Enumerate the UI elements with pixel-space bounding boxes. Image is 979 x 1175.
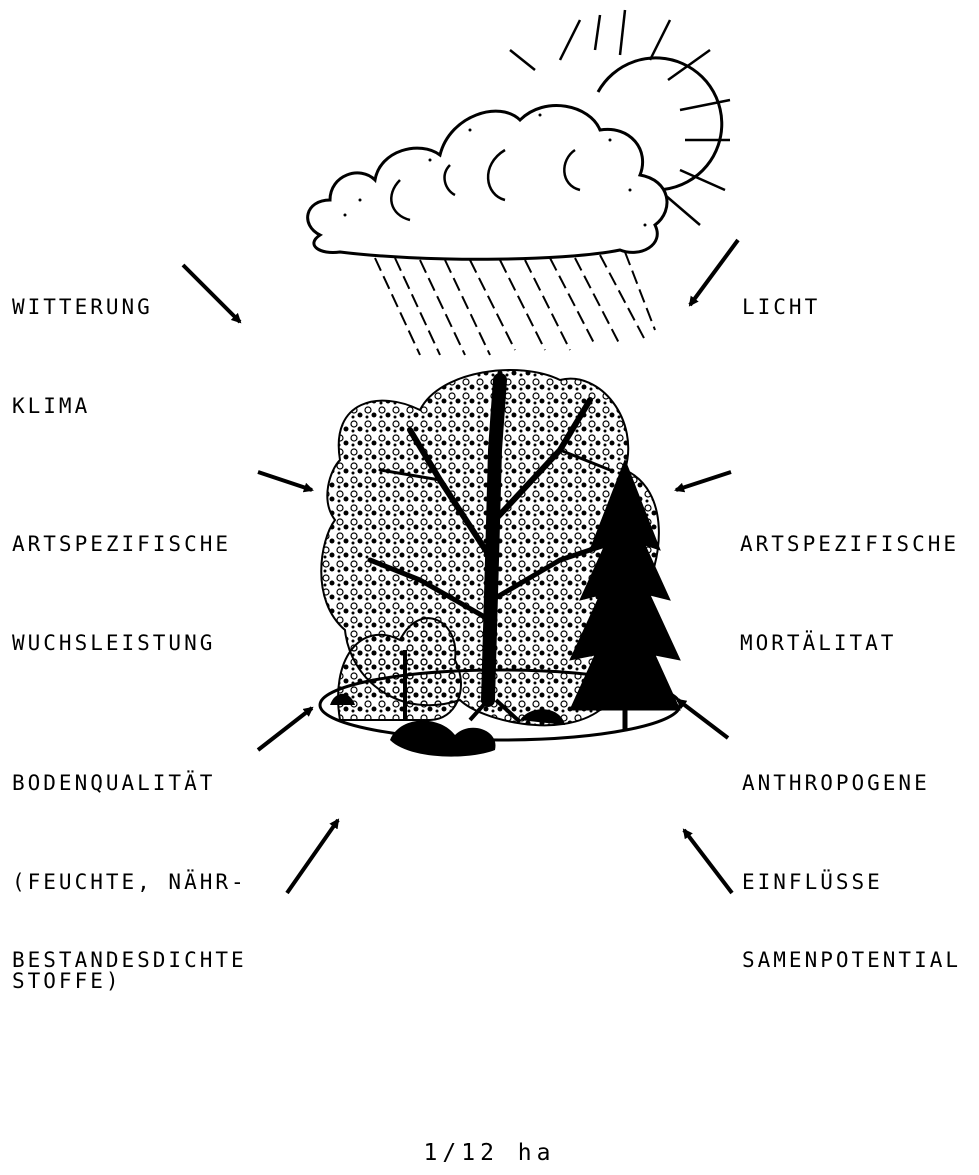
label-seed-potential: SAMENPOTENTIAL — [742, 878, 961, 1043]
label-species-growth: ARTSPEZIFISCHE WUCHSLEISTUNG — [12, 462, 231, 726]
arrow-mortality — [676, 472, 731, 490]
arrow-density — [287, 820, 338, 893]
label-species-mortality: ARTSPEZIFISCHE MORTÄLITAT — [740, 462, 959, 726]
arrow-soil — [258, 708, 312, 750]
arrow-growth — [258, 472, 312, 490]
label-stand-density: BESTANDESDICHTE — [12, 878, 247, 1043]
arrow-seed — [684, 830, 732, 893]
label-light: LICHT — [742, 225, 820, 390]
plot-area-label: 1/12 ha — [0, 1140, 979, 1166]
arrow-weather — [183, 265, 240, 322]
arrow-light — [690, 240, 738, 305]
label-weather-climate: WITTERUNG KLIMA — [12, 225, 153, 489]
arrow-anthropogenic — [678, 700, 728, 738]
cloud-icon — [308, 106, 667, 260]
rain-icon — [375, 252, 655, 355]
